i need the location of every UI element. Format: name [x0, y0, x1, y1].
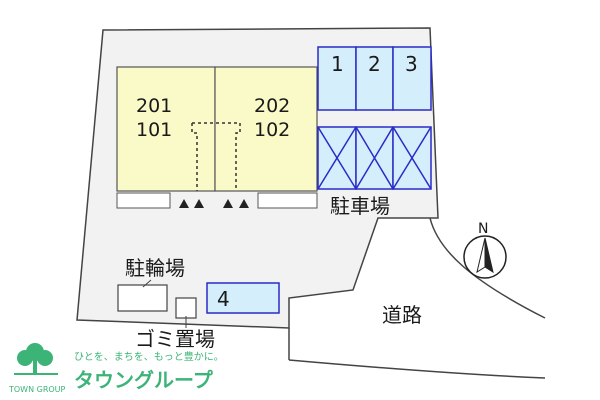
- entrance-markers: [179, 199, 249, 208]
- parking-bay-4: [206, 282, 280, 314]
- bay-number-2: 2: [368, 52, 381, 76]
- entrance-bar-left: [116, 192, 171, 209]
- entrance-bar-right: [257, 192, 318, 209]
- bay-number-4: 4: [217, 287, 230, 311]
- road-label: 道路: [382, 303, 422, 327]
- unit-label-102: 102: [254, 119, 290, 141]
- parking-bays-unavailable: [317, 126, 432, 190]
- company-brand-name: タウングループ: [74, 368, 214, 392]
- unit-label-202: 202: [254, 95, 290, 117]
- company-logo-icon: [14, 343, 58, 375]
- company-tagline: ひとを、まちを、もっと豊かに。: [74, 350, 224, 363]
- road-lower-edge: [288, 359, 546, 379]
- unit-label-201: 201: [136, 95, 172, 117]
- parking-bays-numbered: 1 2 3: [317, 46, 432, 111]
- bicycle-parking-area: [117, 284, 168, 312]
- bay-number-3: 3: [405, 52, 418, 76]
- stairwell-dotted: [191, 122, 241, 191]
- road-outline: [429, 217, 546, 319]
- unit-label-101: 101: [136, 119, 172, 141]
- company-logo-text: TOWN GROUP: [8, 385, 66, 394]
- north-arrow-icon: [463, 235, 507, 279]
- parking-bay: [392, 46, 432, 111]
- bicycle-parking-label: 駐輪場: [125, 256, 185, 280]
- building-right: [214, 66, 318, 192]
- building-left: [116, 66, 216, 192]
- parking-label: 駐車場: [330, 194, 390, 218]
- north-label: N: [478, 221, 488, 237]
- garbage-area: [175, 297, 197, 319]
- bay-number-1: 1: [331, 52, 344, 76]
- garbage-area-label: ゴミ置場: [135, 327, 215, 351]
